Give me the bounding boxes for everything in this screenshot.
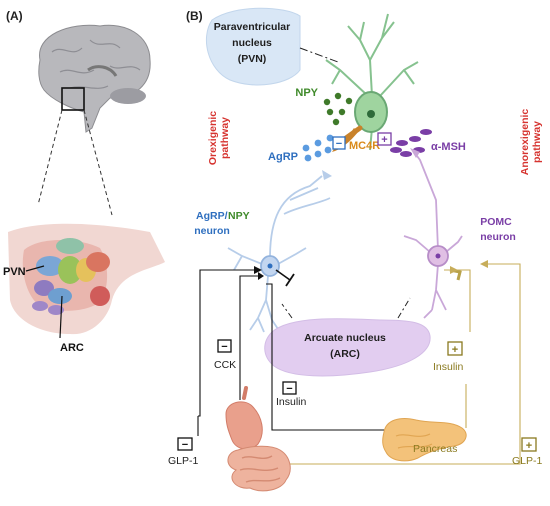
- cck-inhibit-sign: −: [221, 341, 227, 353]
- cck-label: CCK: [214, 359, 236, 371]
- agrp-inhibit-sign: −: [336, 138, 342, 150]
- orexigenic-label-1: Orexigenic: [207, 111, 219, 165]
- pomc-neuron-label-2: neuron: [480, 231, 516, 243]
- insulin-stim-box: [447, 341, 463, 356]
- glp1-inhibit-box: [177, 437, 193, 451]
- npy-molecules: [323, 92, 353, 126]
- panel-a-label: (A): [6, 9, 23, 23]
- zoom-box: [61, 87, 85, 111]
- insulin-stim-sign: +: [452, 344, 458, 356]
- agrp-molecules: [302, 134, 334, 162]
- agrp-neuron-label-part2: NPY: [228, 210, 250, 222]
- gut-illustration: [225, 386, 291, 492]
- glp1-inhibit-sign: −: [182, 439, 188, 451]
- inhibitory-pathways: [198, 269, 388, 431]
- insulin-stim-label: Insulin: [433, 361, 464, 373]
- agrp-inhibit-box: [332, 136, 346, 150]
- brain-illustration: [38, 24, 151, 133]
- arc-label-a: ARC: [60, 342, 84, 354]
- pomc-neuron: [403, 151, 463, 319]
- glp1-stim-box: [521, 437, 537, 452]
- amsh-molecules: [390, 129, 432, 157]
- arc-region-line2: (ARC): [330, 348, 360, 360]
- agrp-neuron-label-part1: AgRP/: [196, 210, 228, 222]
- arc-region: [264, 318, 431, 377]
- insulin-inhibit-sign: −: [286, 383, 292, 395]
- pomc-neuron-label: POMC: [480, 216, 512, 228]
- glp1-stim-label: GLP-1: [512, 455, 543, 467]
- pvn-label-a: PVN: [3, 266, 26, 278]
- amsh-stim-box: [377, 132, 392, 146]
- glp1-stim-sign: +: [526, 440, 532, 452]
- pvn-region: [205, 7, 301, 86]
- arc-region-line1: Arcuate nucleus: [304, 332, 386, 344]
- insulin-inhibit-label: Insulin: [276, 396, 307, 408]
- amsh-stim-sign: +: [381, 134, 387, 146]
- panel-b-label: (B): [186, 9, 203, 23]
- cck-inhibit-box: [217, 339, 232, 353]
- insulin-inhibit-box: [282, 381, 297, 395]
- pvn-neuron: [325, 13, 419, 151]
- orexigenic-label-2: pathway: [219, 117, 231, 159]
- mc4r-label: MC4R: [349, 140, 380, 152]
- pancreas-label: Pancreas: [413, 443, 457, 455]
- pancreas-illustration: [382, 418, 467, 462]
- hypothalamus-illustration: [8, 223, 165, 335]
- pvn-region-line3: (PVN): [238, 53, 267, 65]
- agrp-npy-neuron: [227, 175, 331, 333]
- pvn-region-line1: Paraventricular: [214, 21, 290, 33]
- npy-label: NPY: [295, 87, 318, 99]
- anorexigenic-label-2: pathway: [531, 121, 543, 163]
- glp1-inhibit-label: GLP-1: [168, 455, 199, 467]
- agrp-neuron-label-part3: neuron: [194, 225, 230, 237]
- pvn-region-line2: nucleus: [232, 37, 272, 49]
- agrp-label: AgRP: [268, 151, 298, 163]
- amsh-label: α-MSH: [431, 141, 466, 153]
- anorexigenic-label-1: Anorexigenic: [519, 109, 531, 176]
